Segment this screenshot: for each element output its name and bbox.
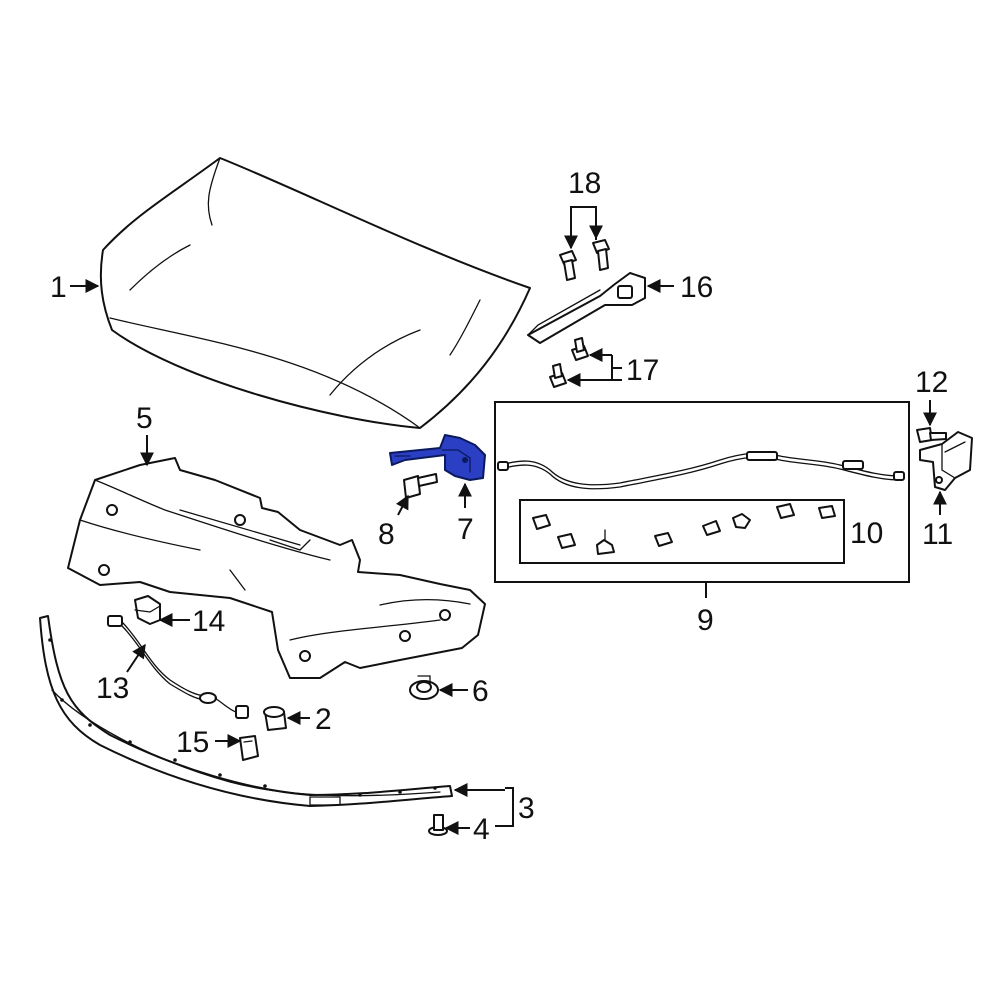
callout-2: 2 xyxy=(315,703,332,736)
callout-6: 6 xyxy=(472,675,489,708)
callout-4: 4 xyxy=(473,813,490,846)
harness-part[interactable] xyxy=(107,615,249,719)
bracket-part[interactable] xyxy=(527,272,646,344)
clips-set-box[interactable] xyxy=(519,499,845,564)
callout-14: 14 xyxy=(192,605,225,638)
bolt-12-part[interactable] xyxy=(916,427,947,443)
callout-16: 16 xyxy=(680,271,713,304)
bolts-18-part[interactable] xyxy=(559,239,610,281)
callout-17: 17 xyxy=(626,354,659,387)
callout-15: 15 xyxy=(176,726,209,759)
clip-14-part[interactable] xyxy=(134,595,161,625)
bolts-17-part[interactable] xyxy=(549,337,589,388)
clip-4-part[interactable] xyxy=(428,814,448,836)
callout-7: 7 xyxy=(457,513,474,546)
grommet-part[interactable] xyxy=(409,675,439,700)
callout-10: 10 xyxy=(850,517,883,550)
callout-8: 8 xyxy=(378,518,395,551)
callout-18: 18 xyxy=(568,167,601,200)
callout-13: 13 xyxy=(96,672,129,705)
clips-set-part[interactable] xyxy=(532,503,836,555)
cable-assembly-box[interactable] xyxy=(494,401,910,583)
callout-1: 1 xyxy=(50,271,67,304)
bumper-stop-part[interactable] xyxy=(263,706,287,731)
bolt-8-part[interactable] xyxy=(403,473,438,499)
hinge-part[interactable] xyxy=(919,431,973,491)
hood-latch-part[interactable] xyxy=(389,434,486,481)
release-cable-part[interactable] xyxy=(497,451,905,490)
callout-5: 5 xyxy=(136,402,153,435)
insulator-pad-part[interactable] xyxy=(67,457,486,679)
callout-12: 12 xyxy=(915,366,948,399)
leader-lines xyxy=(70,206,947,835)
callout-9: 9 xyxy=(697,604,714,637)
seal-strip-part[interactable] xyxy=(39,615,453,807)
hood-part[interactable] xyxy=(99,157,531,429)
callout-11: 11 xyxy=(922,518,953,551)
callout-3: 3 xyxy=(518,792,535,825)
clip-15-part[interactable] xyxy=(239,735,259,761)
